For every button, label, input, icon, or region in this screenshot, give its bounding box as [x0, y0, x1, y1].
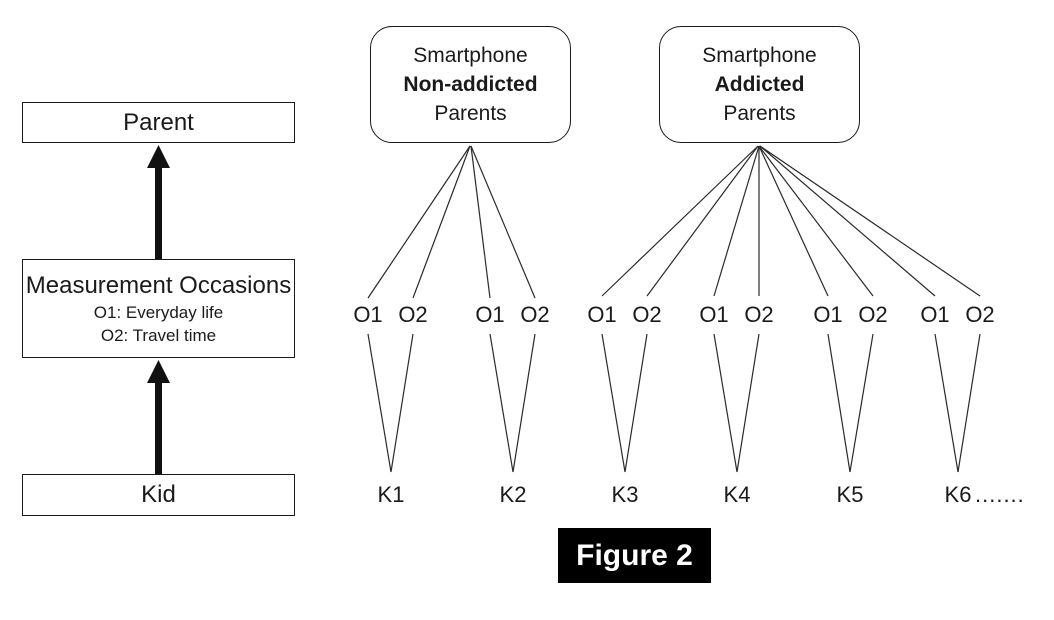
occasion-1-definition: O1: Everyday life — [93, 302, 224, 322]
figure-caption: Figure 2 — [558, 528, 711, 583]
group2-line2: Addicted — [714, 73, 805, 96]
occasion-label-o2-k4: O2 — [742, 302, 776, 328]
group2-line3: Parents — [723, 102, 796, 125]
arrow-up-measurement-to-parent — [147, 145, 170, 261]
non-addicted-parents-box: Smartphone Non-addicted Parents — [370, 26, 571, 143]
figure-caption-label: Figure 2 — [576, 538, 693, 572]
measurement-occasions-box: Measurement Occasions O1: Everyday life … — [22, 259, 295, 358]
occasion-2-definition: O2: Travel time — [100, 325, 217, 345]
parent-box: Parent — [22, 102, 295, 143]
occasion-label-o2-k6: O2 — [963, 302, 997, 328]
occasion-label-o2-k1: O2 — [396, 302, 430, 328]
occasion-label-o1-k5: O1 — [811, 302, 845, 328]
kid-box: Kid — [22, 474, 295, 516]
occasion-label-o2-k3: O2 — [630, 302, 664, 328]
kid-label-k6: K6 — [944, 482, 972, 507]
occasion-label-o1-k6: O1 — [918, 302, 952, 328]
kid-label-k5: K5 — [836, 482, 864, 507]
kid-ellipsis: ....... — [975, 482, 1025, 507]
occasion-label-o1-k1: O1 — [351, 302, 385, 328]
occasion-label-o1-k2: O1 — [473, 302, 507, 328]
parent-box-label: Parent — [123, 108, 194, 136]
group1-line3: Parents — [434, 102, 507, 125]
kid-label-k3: K3 — [611, 482, 639, 507]
kid-label-k2: K2 — [499, 482, 527, 507]
measurement-occasions-title: Measurement Occasions — [25, 271, 292, 299]
occasion-label-o1-k4: O1 — [697, 302, 731, 328]
occasion-label-o2-k5: O2 — [856, 302, 890, 328]
group2-line1: Smartphone — [702, 44, 817, 67]
kid-label-k1: K1 — [377, 482, 405, 507]
occasion-label-o2-k2: O2 — [518, 302, 552, 328]
group1-line2: Non-addicted — [403, 73, 538, 96]
arrow-up-kid-to-measurement — [147, 360, 170, 475]
kid-label-k4: K4 — [723, 482, 751, 507]
addicted-parents-box: Smartphone Addicted Parents — [659, 26, 860, 143]
kid-box-label: Kid — [141, 481, 176, 508]
occasion-label-o1-k3: O1 — [585, 302, 619, 328]
group1-line1: Smartphone — [413, 44, 528, 67]
